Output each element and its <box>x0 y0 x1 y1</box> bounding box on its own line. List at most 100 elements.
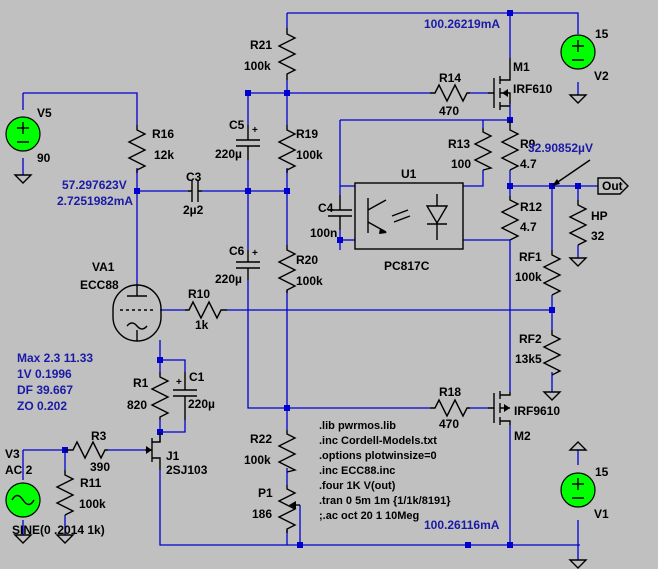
resistor-R22[interactable] <box>277 430 298 473</box>
resistor-R3[interactable] <box>65 440 108 460</box>
resistor-RF1[interactable] <box>542 250 562 296</box>
label-R3-ref: R3 <box>91 429 107 443</box>
label-V3-extra: SINE(0 .2014 1k) <box>12 523 105 537</box>
label-R22-value: 100k <box>244 453 271 467</box>
capacitor-C1[interactable]: + <box>173 372 197 420</box>
label-R20-value: 100k <box>296 274 323 288</box>
label-V2-value: 15 <box>595 27 609 41</box>
directive-line: ;.ac oct 20 1 10Meg <box>319 510 419 522</box>
resistor-R14[interactable] <box>430 83 470 103</box>
label-C6-value: 220µ <box>215 272 242 286</box>
directive-line: .tran 0 5m 1m {1/1k/8191} <box>319 495 451 507</box>
resistor-R19[interactable] <box>277 125 297 173</box>
resistor-R18[interactable] <box>430 398 470 418</box>
resistor-RF2[interactable] <box>542 330 562 376</box>
resistor-R21[interactable] <box>277 28 297 80</box>
label-C5-value: 220µ <box>215 147 242 161</box>
measurement-results: Max 2.3 11.33 1V 0.1996 DF 39.667 ZO 0.2… <box>17 351 93 413</box>
operating-point-annotations: 100.26219mA 100.26116mA 32.90852µV 57.29… <box>57 17 593 532</box>
annotation-node-current: 2.7251982mA <box>57 194 133 208</box>
label-R16-ref: R16 <box>152 127 174 141</box>
capacitor-C5[interactable]: + <box>236 125 260 160</box>
label-P1-ref: P1 <box>258 486 273 500</box>
resistor-R12[interactable] <box>500 196 520 241</box>
label-C4-ref: C4 <box>318 201 334 215</box>
voltage-source-V2[interactable] <box>560 34 596 70</box>
measurement-line: 1V 0.1996 <box>17 367 72 381</box>
label-R11-value: 100k <box>79 497 106 511</box>
jfet-J1[interactable] <box>145 432 161 470</box>
label-R13-value: 100 <box>451 157 471 171</box>
label-R1-ref: R1 <box>133 376 149 390</box>
label-R18-value: 470 <box>439 417 459 431</box>
label-R18-ref: R18 <box>439 385 461 399</box>
label-R21-value: 100k <box>244 59 271 73</box>
directive-line: .options plotwinsize=0 <box>319 450 437 462</box>
ground-symbols <box>13 94 588 569</box>
label-C1-value: 220µ <box>188 397 215 411</box>
label-R22-ref: R22 <box>250 432 272 446</box>
label-C4-value: 100n <box>310 226 337 240</box>
voltage-source-V1[interactable] <box>560 472 596 508</box>
annotation-bottom-current: 100.26116mA <box>424 518 500 532</box>
resistor-R10[interactable] <box>185 300 227 320</box>
label-C3-ref: C3 <box>186 170 202 184</box>
voltage-source-V5[interactable] <box>5 116 41 152</box>
label-VA1-ref: VA1 <box>92 260 115 274</box>
capacitor-C6[interactable]: + <box>236 248 260 280</box>
label-R9-ref: R9 <box>520 137 536 151</box>
label-R10-ref: R10 <box>188 287 210 301</box>
capacitor-C3[interactable] <box>188 180 202 202</box>
label-U1-ref: U1 <box>401 167 417 181</box>
label-U1-value: PC817C <box>384 259 430 273</box>
label-M1-ref: M1 <box>513 60 530 74</box>
resistor-R13[interactable] <box>473 128 494 171</box>
wires <box>22 12 598 560</box>
label-RF1-value: 100k <box>515 270 542 284</box>
label-R3-value: 390 <box>90 460 110 474</box>
svg-text:+: + <box>252 125 258 136</box>
label-C5-ref: C5 <box>229 118 245 132</box>
resistor-HP[interactable] <box>568 200 588 246</box>
measurement-line: Max 2.3 11.33 <box>17 351 93 365</box>
label-R14-ref: R14 <box>439 71 461 85</box>
probe-arrow-icon <box>551 159 591 187</box>
svg-text:+: + <box>176 377 182 388</box>
label-R21-ref: R21 <box>250 38 272 52</box>
potentiometer-P1[interactable] <box>277 485 300 533</box>
label-HP-ref: HP <box>591 209 608 223</box>
voltage-source-V3[interactable] <box>5 482 41 518</box>
resistor-R1[interactable] <box>150 372 170 420</box>
annotation-top-current: 100.26219mA <box>424 17 500 31</box>
vacuum-tube-VA1[interactable] <box>112 284 162 342</box>
label-V3-value: AC 2 <box>5 463 33 477</box>
optocoupler-U1[interactable] <box>354 182 464 250</box>
label-R10-value: 1k <box>195 318 209 332</box>
label-R12-ref: R12 <box>520 200 542 214</box>
label-M2-ref: M2 <box>514 429 531 443</box>
resistor-R16[interactable] <box>127 125 147 173</box>
label-P1-value: 186 <box>252 507 272 521</box>
label-V1-value: 15 <box>595 465 609 479</box>
annotation-out-voltage: 32.90852µV <box>528 141 593 155</box>
label-VA1-value: ECC88 <box>80 278 119 292</box>
resistor-R9[interactable] <box>500 120 520 171</box>
mosfet-M1[interactable] <box>488 58 511 110</box>
label-R9-value: 4.7 <box>520 157 537 171</box>
label-V3-ref: V3 <box>5 447 20 461</box>
resistor-R20[interactable] <box>277 245 297 293</box>
measurement-line: DF 39.667 <box>17 383 73 397</box>
directive-line: .inc Cordell-Models.txt <box>319 435 437 447</box>
resistor-R11[interactable] <box>55 470 75 516</box>
capacitor-C4[interactable] <box>328 195 352 230</box>
mosfet-M2[interactable] <box>488 391 511 425</box>
label-C6-ref: C6 <box>229 244 245 258</box>
label-C3-value: 2µ2 <box>183 203 204 217</box>
label-J1-value: 2SJ103 <box>166 463 208 477</box>
label-R20-ref: R20 <box>296 253 318 267</box>
label-V5-ref: V5 <box>37 106 52 120</box>
label-M2-value: IRF9610 <box>514 404 560 418</box>
label-M1-value: IRF610 <box>513 82 553 96</box>
svg-text:+: + <box>252 248 258 259</box>
